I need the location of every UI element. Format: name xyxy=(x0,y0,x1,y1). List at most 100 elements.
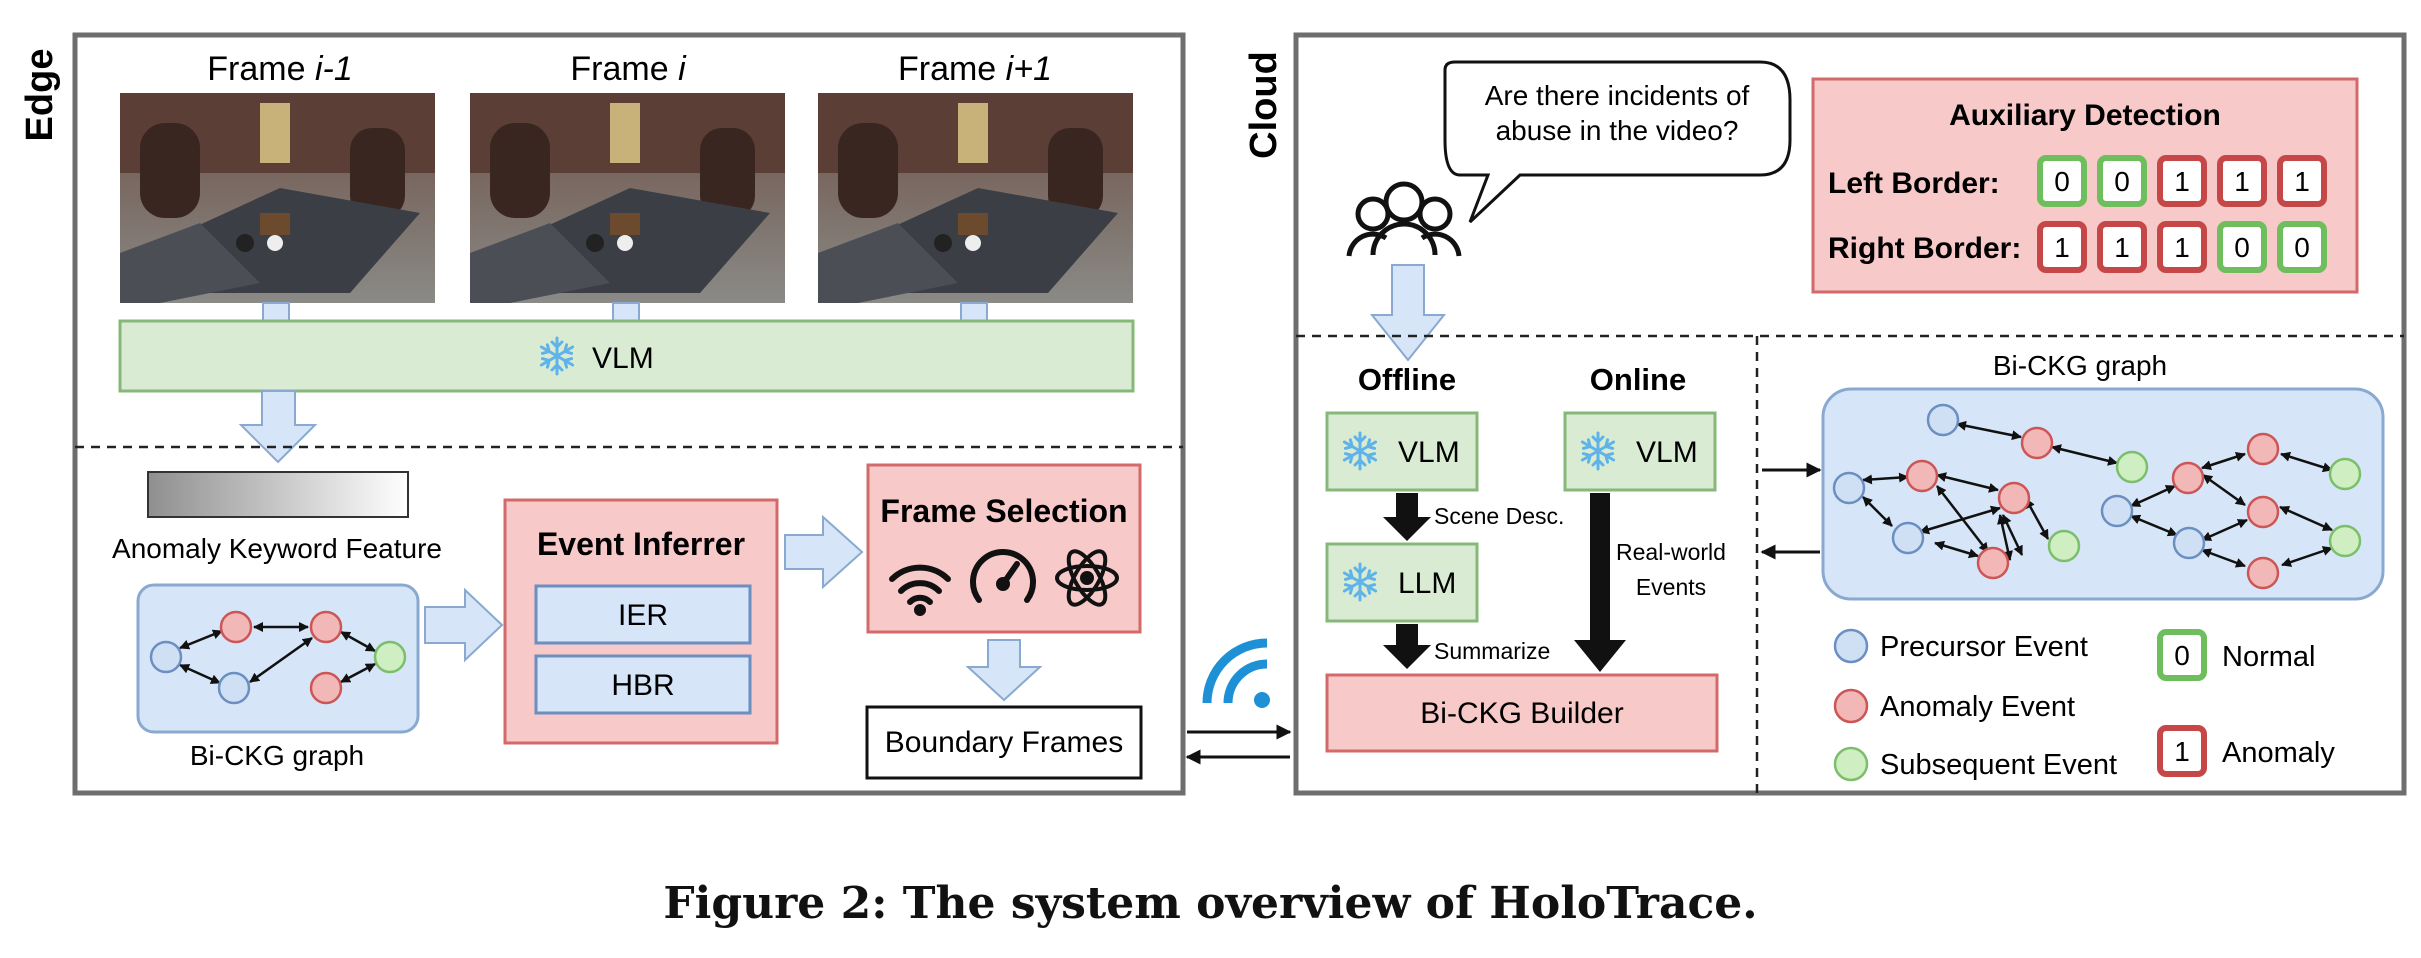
border-cell-value: 1 xyxy=(2174,166,2190,197)
border-cell-value: 1 xyxy=(2114,232,2130,263)
auxiliary-detection: Auxiliary Detection Left Border: Right B… xyxy=(1811,77,2359,294)
legend: Precursor Event Anomaly Event Subsequent… xyxy=(1833,628,2335,782)
legend-precursor-marker xyxy=(1833,628,1869,664)
graph-node-anomaly xyxy=(2020,426,2054,460)
figure-caption: Figure 2: The system overview of HoloTra… xyxy=(663,878,1758,929)
event-inferrer-hbr: HBR xyxy=(611,669,674,702)
boundary-frames-box xyxy=(865,705,1143,780)
bi-ckg-builder: Bi-CKG Builder xyxy=(1325,673,1719,753)
anomaly-keyword-bar xyxy=(147,471,409,518)
legend-anomaly-label: Anomaly Event xyxy=(1880,691,2075,723)
legend-subsequent-marker xyxy=(1833,746,1869,782)
wifi-icon xyxy=(889,564,951,616)
border-cell xyxy=(2277,155,2327,207)
edge-cloud-link xyxy=(1185,638,1292,765)
border-cell-value: 1 xyxy=(2294,166,2310,197)
graph-node-subsequent xyxy=(2047,529,2081,563)
query-line-1: Are there incidents of xyxy=(1485,80,1750,111)
border-cell xyxy=(2097,155,2147,207)
border-cell-value: 0 xyxy=(2294,232,2310,263)
border-cell xyxy=(2157,155,2207,207)
legend-normal-label: Normal xyxy=(2222,641,2315,673)
border-cell-value: 1 xyxy=(2174,232,2190,263)
graph-node-precursor xyxy=(1832,471,1866,505)
frame-image-prev xyxy=(120,93,435,303)
frame-title-next: Frame i+1 xyxy=(898,50,1052,88)
border-cell-value: 0 xyxy=(2114,166,2130,197)
arrow-vlm-to-keyword xyxy=(238,390,318,464)
border-cell-value: 0 xyxy=(2234,232,2250,263)
summarize-label: Summarize xyxy=(1434,638,1550,664)
frame-image-current xyxy=(470,93,785,303)
arrow-llm-to-builder xyxy=(1383,624,1431,669)
anomaly-keyword-label: Anomaly Keyword Feature xyxy=(112,533,442,564)
arrow-inferrer-to-selection xyxy=(784,514,864,590)
graph-node-anomaly xyxy=(219,610,253,644)
graph-node-precursor xyxy=(1926,403,1960,437)
legend-normal-value: 0 xyxy=(2174,640,2190,671)
graph-node-anomaly xyxy=(309,610,343,644)
frame-title-current: Frame i xyxy=(570,50,687,88)
event-inferrer: Event Inferrer IER HBR xyxy=(503,498,779,745)
graph-node-precursor xyxy=(149,640,183,674)
border-cell xyxy=(2217,221,2267,273)
graph-node-anomaly xyxy=(1905,459,1939,493)
legend-anomaly-cell-label: Anomaly xyxy=(2222,737,2335,769)
cloud-graph-title: Bi-CKG graph xyxy=(1993,350,2167,381)
real-world-label: Real-world xyxy=(1616,539,1726,565)
graph-node-precursor xyxy=(2100,494,2134,528)
wireless-signal-icon xyxy=(1202,638,1270,708)
graph-node-anomaly xyxy=(2246,432,2280,466)
legend-anomaly-value: 1 xyxy=(2174,736,2190,767)
graph-node-precursor xyxy=(217,671,251,705)
auxiliary-title: Auxiliary Detection xyxy=(1949,99,2221,132)
cloud-graph xyxy=(1821,387,2385,601)
edge-label: Edge xyxy=(19,49,61,142)
offline-title: Offline xyxy=(1358,362,1456,397)
border-cell xyxy=(2157,221,2207,273)
offline-vlm-label: VLM xyxy=(1398,436,1460,469)
online-vlm-box: VLM xyxy=(1563,411,1717,492)
legend-anomaly-cell xyxy=(2157,725,2207,777)
graph-node-anomaly xyxy=(2246,495,2280,529)
border-cell-value: 1 xyxy=(2054,232,2070,263)
builder-label: Bi-CKG Builder xyxy=(1420,697,1623,730)
graph-node-anomaly xyxy=(2171,461,2205,495)
border-cell-value: 1 xyxy=(2234,166,2250,197)
graph-node-anomaly xyxy=(1997,481,2031,515)
offline-vlm-box: VLM xyxy=(1325,411,1479,492)
legend-anomaly-marker xyxy=(1833,688,1869,724)
frame-selection: Frame Selection xyxy=(866,463,1142,634)
edge-panel: Edge Frame i-1 Frame i Frame i+1 VLM xyxy=(19,32,1186,796)
border-cell xyxy=(2037,221,2087,273)
speedometer-icon xyxy=(970,549,1036,603)
graph-node-anomaly xyxy=(309,671,343,705)
edge-graph-label: Bi-CKG graph xyxy=(190,740,364,771)
edge-vlm-label: VLM xyxy=(592,342,654,375)
event-inferrer-title: Event Inferrer xyxy=(537,526,745,562)
event-inferrer-ier: IER xyxy=(618,599,668,632)
edge-vlm-bar: VLM xyxy=(118,319,1135,393)
border-cell xyxy=(2277,221,2327,273)
border-cell xyxy=(2097,221,2147,273)
border-cell-value: 0 xyxy=(2054,166,2070,197)
left-border-label: Left Border: xyxy=(1828,167,2000,200)
graph-node-subsequent xyxy=(373,640,407,674)
legend-precursor-label: Precursor Event xyxy=(1880,631,2088,663)
frame-selection-title: Frame Selection xyxy=(880,493,1127,529)
arrow-online-to-builder xyxy=(1574,493,1626,672)
graph-node-precursor xyxy=(1891,521,1925,555)
arrow-graph-to-inferrer xyxy=(424,587,504,663)
query-speech-bubble: Are there incidents of abuse in the vide… xyxy=(1443,60,1792,224)
right-border-label: Right Border: xyxy=(1828,232,2021,265)
graph-node-anomaly xyxy=(1976,546,2010,580)
events-label: Events xyxy=(1636,574,1706,600)
boundary-frames-label: Boundary Frames xyxy=(885,726,1123,759)
legend-normal-cell xyxy=(2157,629,2207,681)
border-cell xyxy=(2037,155,2087,207)
edge-graph xyxy=(136,583,420,734)
legend-subsequent-label: Subsequent Event xyxy=(1880,749,2117,781)
online-vlm-label: VLM xyxy=(1636,436,1698,469)
graph-node-subsequent xyxy=(2115,450,2149,484)
